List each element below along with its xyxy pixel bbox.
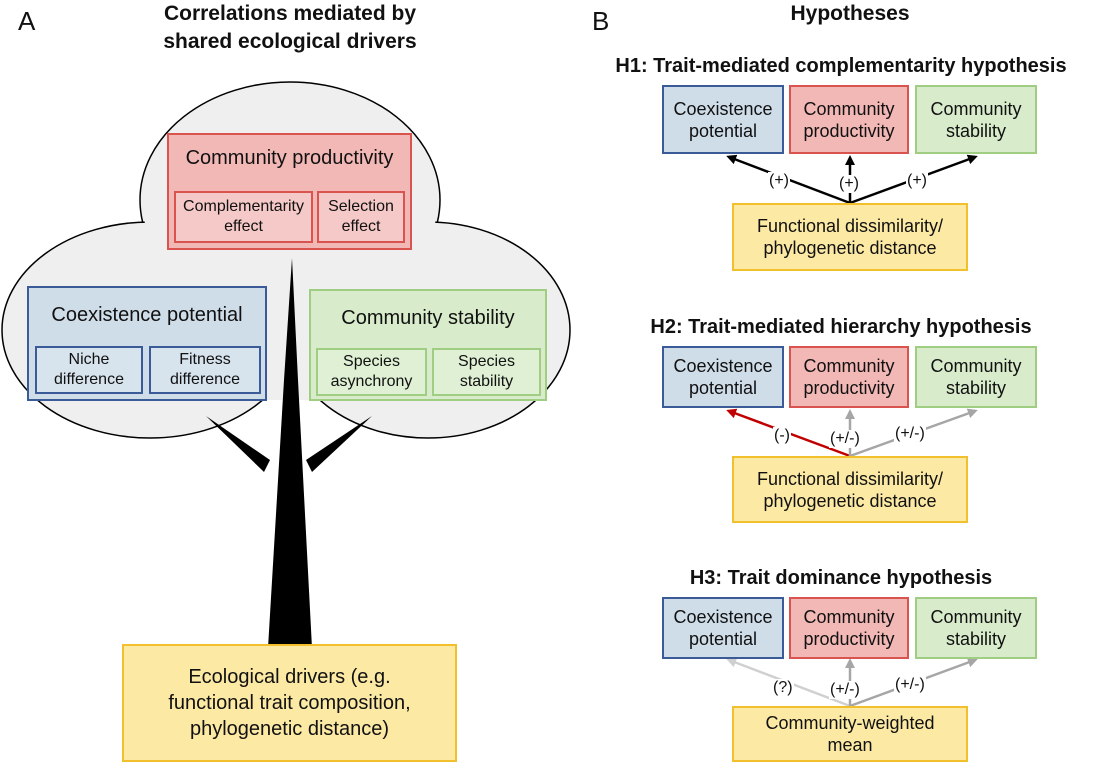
panel-b-title: Hypotheses <box>790 2 910 25</box>
complementarity-effect-box: Complementarity effect <box>174 191 313 243</box>
panel-a-title-line1: Correlations mediated by <box>163 2 417 25</box>
h1-coexistence-line2: potential <box>688 120 758 141</box>
h3-productivity-line2: productivity <box>803 629 895 649</box>
h3-coexistence-line2: potential <box>688 629 758 649</box>
h3-sign-stability: (+/-) <box>894 676 926 694</box>
species-stability-box: Species stability <box>432 348 541 396</box>
productivity-title: Community productivity <box>185 147 394 169</box>
h2-sign-productivity: (+/-) <box>829 430 861 448</box>
h3-productivity-line1: Community <box>803 607 895 627</box>
drivers-line2: functional trait composition, <box>168 692 411 714</box>
h1-sign-productivity: (+) <box>838 175 860 193</box>
niche-line2: difference <box>54 371 124 388</box>
h2-stability-line2: stability <box>945 378 1007 398</box>
productivity-box: Community productivity Complementarity e… <box>167 133 412 250</box>
h3-sign-coexistence: (?) <box>772 679 794 697</box>
h1-driver-line2: phylogenetic distance <box>763 238 937 258</box>
panel-a-title: Correlations mediated by shared ecologic… <box>110 0 470 56</box>
h1-stability-line2: stability <box>945 120 1007 141</box>
asynchrony-line2: asynchrony <box>330 373 413 390</box>
panel-b-letter: B <box>592 6 610 36</box>
selection-line1: Selection <box>328 198 394 215</box>
drivers-line1: Ecological drivers (e.g. <box>188 666 391 688</box>
h2-sign-stability: (+/-) <box>894 425 926 443</box>
stability-box: Community stability Species asynchrony S… <box>309 289 547 401</box>
niche-difference-box: Niche difference <box>35 346 143 394</box>
asynchrony-line1: Species <box>343 353 400 370</box>
h1-productivity-line1: Community <box>803 98 895 119</box>
h2-sign-coexistence: (-) <box>773 427 791 445</box>
selection-line2: effect <box>341 218 381 235</box>
panel-a-letter: A <box>18 6 36 36</box>
ecological-drivers-box: Ecological drivers (e.g. functional trai… <box>122 644 457 762</box>
h2-driver-line2: phylogenetic distance <box>763 490 937 511</box>
h1-stability-line1: Community <box>930 98 1022 119</box>
h3-driver-line2: mean <box>827 735 873 755</box>
h3-sign-productivity: (+/-) <box>829 681 861 699</box>
coexistence-box: Coexistence potential Niche difference F… <box>27 286 267 401</box>
fitness-line1: Fitness <box>179 351 231 368</box>
coexistence-title: Coexistence potential <box>51 304 243 326</box>
h3-stability-line1: Community <box>930 607 1022 627</box>
fitness-line2: difference <box>170 371 240 388</box>
h2-productivity-line1: Community <box>803 356 895 376</box>
h3-title: H3: Trait dominance hypothesis <box>689 567 993 589</box>
panel-a-title-line2: shared ecological drivers <box>163 30 417 53</box>
h1-driver-box: Functional dissimilarity/phylogenetic di… <box>732 203 968 271</box>
h1-title: H1: Trait-mediated complementarity hypot… <box>615 55 1067 77</box>
h3-driver-line1: Community-weighted <box>765 713 935 733</box>
h3-stability-line2: stability <box>945 629 1007 649</box>
species-asynchrony-box: Species asynchrony <box>316 348 427 396</box>
h2-coexistence-line1: Coexistence <box>673 356 773 376</box>
fitness-difference-box: Fitness difference <box>149 346 261 394</box>
complementarity-line1: Complementarity <box>183 198 304 215</box>
h2-coexistence-line2: potential <box>688 378 758 398</box>
niche-line1: Niche <box>68 351 110 368</box>
h2-driver-box: Functional dissimilarity/phylogenetic di… <box>732 456 968 523</box>
h2-productivity-line2: productivity <box>803 378 895 398</box>
h1-productivity-line2: productivity <box>803 120 895 141</box>
h1-sign-stability: (+) <box>906 172 928 190</box>
h1-sign-coexistence: (+) <box>768 172 790 190</box>
stability-title: Community stability <box>341 307 515 329</box>
h2-stability-line1: Community <box>930 356 1022 376</box>
species-stability-line1: Species <box>458 353 515 370</box>
tree-trunk <box>206 258 372 648</box>
h2-title: H2: Trait-mediated hierarchy hypothesis <box>650 316 1032 338</box>
selection-effect-box: Selection effect <box>317 191 405 243</box>
drivers-line3: phylogenetic distance) <box>189 718 389 740</box>
species-stability-line2: stability <box>459 373 514 390</box>
h1-coexistence-line1: Coexistence <box>673 98 773 119</box>
h2-driver-line1: Functional dissimilarity/ <box>756 468 944 489</box>
h3-coexistence-line1: Coexistence <box>673 607 773 627</box>
complementarity-line2: effect <box>224 218 263 235</box>
h1-driver-line1: Functional dissimilarity/ <box>756 216 944 236</box>
